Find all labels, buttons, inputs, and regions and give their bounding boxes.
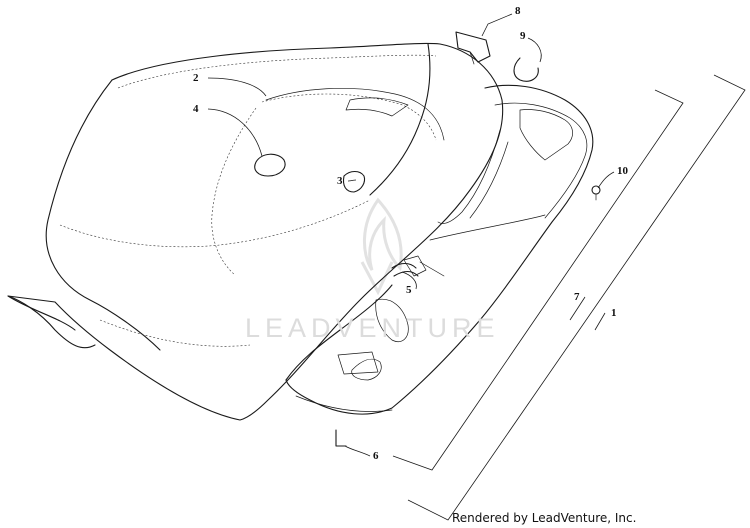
seat-cover	[7, 42, 504, 421]
callout-4: 4	[193, 103, 199, 115]
render-credit: Rendered by LeadVenture, Inc.	[452, 511, 637, 525]
watermark-logo	[360, 197, 403, 296]
support-rod	[391, 262, 419, 277]
seat-base	[285, 84, 594, 415]
callout-1: 1	[611, 307, 617, 319]
callout-6: 6	[373, 450, 379, 462]
latch-bracket	[455, 31, 491, 65]
callout-7: 7	[574, 291, 580, 303]
callout-10: 10	[617, 165, 628, 177]
watermark-text: LEADVENTURE	[245, 313, 500, 343]
push-rivet	[591, 185, 601, 201]
hook-clip	[513, 57, 539, 82]
callout-9: 9	[520, 30, 526, 42]
callout-3: 3	[337, 175, 343, 187]
callout-5: 5	[406, 284, 412, 296]
leader-lines	[207, 13, 615, 457]
assembly-brackets	[392, 74, 746, 521]
strap-clip	[335, 429, 347, 447]
pad-right	[342, 170, 366, 193]
callout-8: 8	[515, 5, 521, 17]
pad-left	[254, 153, 286, 177]
callout-2: 2	[193, 72, 199, 84]
